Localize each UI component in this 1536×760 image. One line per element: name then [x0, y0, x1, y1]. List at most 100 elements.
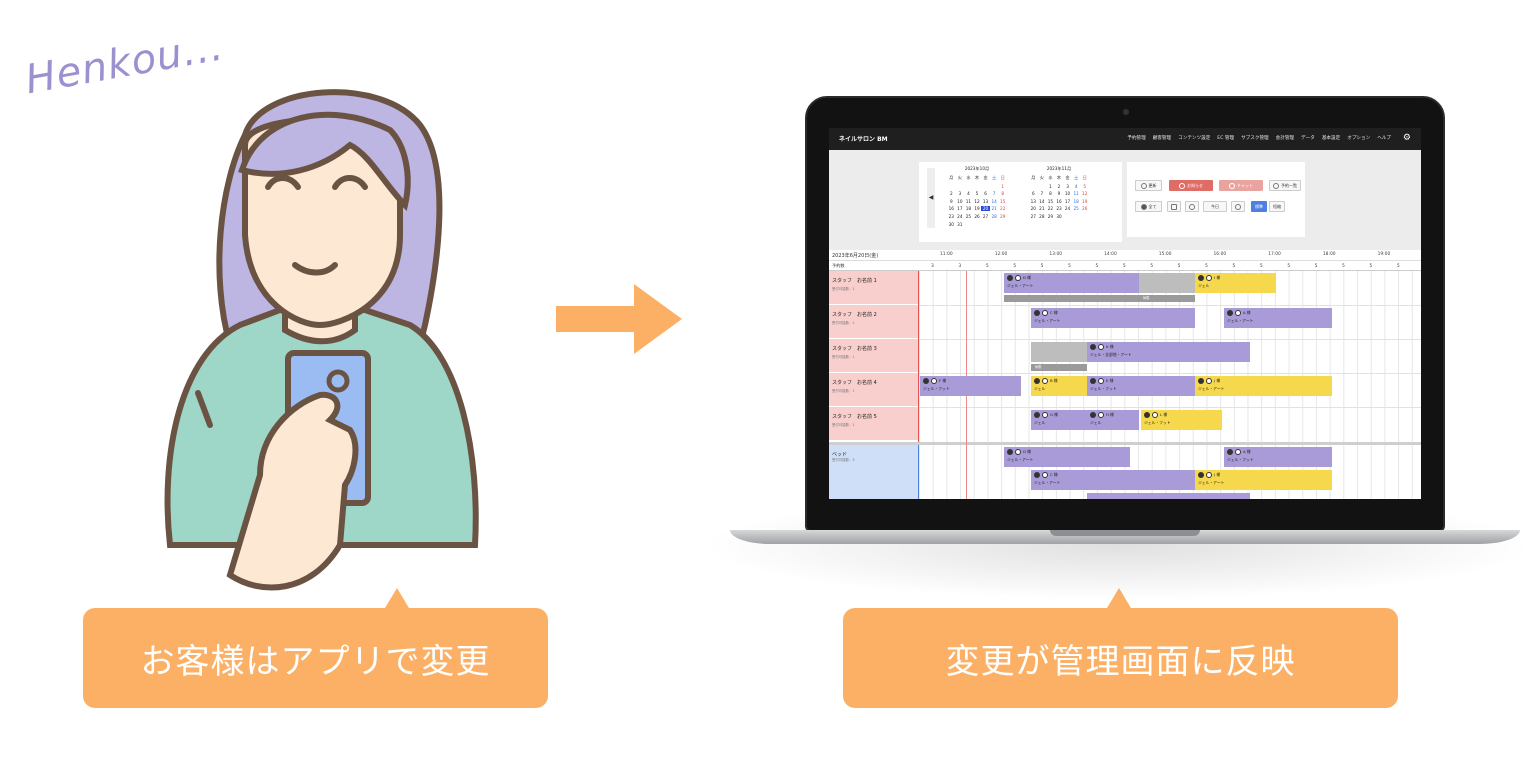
view-toggle-button[interactable] — [1167, 201, 1181, 212]
nav-content[interactable]: コンテンツ設定 — [1178, 136, 1211, 141]
refresh-button[interactable]: 更新 — [1135, 180, 1162, 191]
booking-l-staff5[interactable]: L 様 ジェル・フット — [1141, 410, 1222, 430]
calendar-day[interactable]: 23 — [948, 213, 954, 219]
booking-a-staff2[interactable]: A 様 ジェル・アート — [1224, 308, 1332, 328]
prev-day-button[interactable] — [1185, 201, 1199, 212]
nav-ec[interactable]: EC 管理 — [1217, 136, 1235, 141]
calendar-day[interactable]: 25 — [965, 213, 972, 219]
calendar-day[interactable]: 12 — [1082, 191, 1088, 197]
calendar-day[interactable]: 30 — [948, 221, 954, 227]
calendar-day[interactable]: 19 — [1082, 198, 1088, 204]
calendar-day[interactable]: 16 — [948, 206, 954, 212]
calendar-day[interactable]: 19 — [974, 206, 980, 212]
calendar-day[interactable]: 11 — [965, 198, 972, 204]
calendar-day[interactable]: 14 — [991, 198, 997, 204]
calendar-day[interactable]: 7 — [992, 191, 996, 197]
booking-k-staff3[interactable]: K 様 ジェル・全部他・アート — [1087, 342, 1250, 362]
calendar-day[interactable]: 20 — [1030, 206, 1036, 212]
calendar-day[interactable]: 27 — [982, 213, 989, 219]
nav-customers[interactable]: 顧客管理 — [1152, 136, 1172, 141]
today-button[interactable]: 今日 — [1203, 201, 1227, 212]
calendar-day[interactable]: 16 — [1056, 198, 1062, 204]
calendar-day[interactable]: 3 — [1066, 183, 1069, 189]
booking-b-staff4[interactable]: B 様 ジェル — [1031, 376, 1087, 396]
gear-icon[interactable]: ⚙ — [1402, 133, 1411, 143]
calendar-day[interactable]: 28 — [991, 213, 997, 219]
calendar-day[interactable]: 24 — [957, 213, 963, 219]
calendar-day[interactable]: 28 — [1039, 213, 1045, 219]
calendar-day[interactable]: 5 — [1083, 183, 1087, 189]
reservation-list-button[interactable]: 予約一覧 — [1269, 180, 1301, 191]
calendar-day[interactable]: 13 — [1030, 198, 1036, 204]
nav-settings[interactable]: 基本設定 — [1321, 136, 1341, 141]
calendar-day[interactable]: 27 — [1030, 213, 1036, 219]
calendar-day[interactable]: 13 — [982, 198, 989, 204]
calendar-prev-button[interactable]: ◀ — [927, 168, 935, 228]
calendar-day[interactable]: 31 — [957, 221, 963, 227]
booking-j-bed[interactable]: J 様 ジェル・アート — [1195, 470, 1332, 490]
calendar-day[interactable]: 26 — [974, 213, 980, 219]
calendar-day[interactable]: 9 — [1057, 191, 1061, 197]
calendar-day[interactable]: 3 — [958, 191, 962, 197]
calendar-day[interactable]: 18 — [1073, 198, 1079, 204]
calendar-day[interactable]: 8 — [1049, 191, 1052, 197]
calendar-day[interactable]: 4 — [967, 191, 970, 197]
calendar-day[interactable]: 22 — [1047, 206, 1054, 212]
calendar-day[interactable]: 21 — [1039, 206, 1045, 212]
calendar-day[interactable]: 29 — [1000, 213, 1006, 219]
calendar-day[interactable]: 6 — [1031, 191, 1035, 197]
calendar-day[interactable]: 2 — [1057, 183, 1061, 189]
booking-h-staff5[interactable]: H 様 ジェル — [1087, 410, 1139, 430]
calendar-day[interactable]: 14 — [1039, 198, 1045, 204]
calendar-day[interactable]: 30 — [1056, 213, 1062, 219]
booking-j-staff4[interactable]: J 様 ジェル・アート — [1195, 376, 1332, 396]
calendar-day[interactable]: 10 — [1064, 191, 1071, 197]
calendar-day[interactable]: 25 — [1073, 206, 1079, 212]
calendar-day[interactable]: 21 — [991, 206, 997, 212]
notice-button[interactable]: お知らせ — [1169, 180, 1213, 191]
nav-reservations[interactable]: 予約管理 — [1127, 136, 1146, 141]
nav-accounting[interactable]: 会計管理 — [1275, 136, 1295, 141]
booking-f-staff4[interactable]: F 様 ジェル・フット — [920, 376, 1021, 396]
calendar-day[interactable]: 29 — [1047, 213, 1054, 219]
booking-d-staff1[interactable]: D 様 ジェル・アート — [1004, 273, 1139, 293]
calendar-day[interactable]: 15 — [1047, 198, 1054, 204]
nav-options[interactable]: オプション — [1347, 136, 1371, 141]
booking-c-bed[interactable]: C 様 ジェル・アート — [1031, 470, 1195, 490]
calendar-day[interactable]: 6 — [984, 191, 987, 197]
calendar-day[interactable]: 2 — [949, 191, 953, 197]
all-filter-button[interactable]: 全て — [1135, 201, 1162, 212]
calendar-day[interactable]: 26 — [1082, 206, 1088, 212]
booking-g-staff5[interactable]: G 様 ジェル — [1031, 410, 1087, 430]
calendar-day[interactable]: 11 — [1073, 191, 1079, 197]
calendar-day[interactable]: 5 — [975, 191, 979, 197]
short-view-button[interactable]: 短縮 — [1269, 201, 1285, 212]
booking-e-staff4[interactable]: E 様 ジェル・フット — [1087, 376, 1195, 396]
next-day-button[interactable] — [1231, 201, 1245, 212]
calendar-day[interactable]: 8 — [1001, 191, 1005, 197]
booking-c-staff2[interactable]: C 様 ジェル・アート — [1031, 308, 1195, 328]
chat-button[interactable]: チャット — [1219, 180, 1263, 191]
calendar-day[interactable]: 17 — [957, 206, 963, 212]
standard-view-button[interactable]: 標準 — [1251, 201, 1267, 212]
calendar-day[interactable]: 24 — [1064, 206, 1071, 212]
calendar-day[interactable]: 20 — [981, 206, 990, 212]
calendar-day[interactable]: 17 — [1064, 198, 1071, 204]
calendar-day[interactable]: 22 — [1000, 206, 1006, 212]
booking-d-bed[interactable]: D 様 ジェル・アート — [1004, 447, 1130, 467]
calendar-day[interactable]: 15 — [1000, 198, 1006, 204]
calendar-day[interactable]: 7 — [1040, 191, 1044, 197]
nav-data[interactable]: データ — [1301, 136, 1315, 141]
calendar-day[interactable]: 10 — [957, 198, 963, 204]
booking-a-bed[interactable]: A 様 ジェル・フット — [1224, 447, 1332, 467]
nav-subscription[interactable]: サブスク管理 — [1241, 136, 1269, 141]
nav-help[interactable]: ヘルプ — [1377, 136, 1391, 141]
calendar-day[interactable]: 1 — [1049, 183, 1052, 189]
booking-i-staff1[interactable]: I 様 ジェル — [1195, 273, 1276, 293]
calendar-day[interactable]: 23 — [1056, 206, 1062, 212]
calendar-day[interactable]: 9 — [949, 198, 953, 204]
booking-bed-overflow[interactable] — [1087, 493, 1250, 499]
calendar-day[interactable]: 18 — [965, 206, 972, 212]
calendar-day[interactable]: 4 — [1074, 183, 1078, 189]
calendar-day[interactable]: 1 — [1001, 183, 1005, 189]
